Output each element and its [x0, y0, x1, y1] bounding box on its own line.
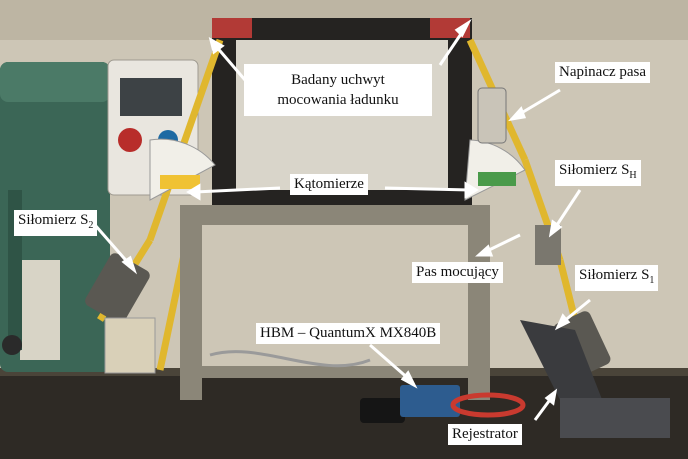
label-dynamometer-sh: Siłomierz SH	[555, 160, 641, 186]
label-dynamometer-s2: Siłomierz S2	[14, 210, 98, 236]
label-dynamometer-s1-sub: 1	[649, 275, 655, 286]
protractor-right	[464, 139, 526, 201]
protractor-left	[149, 138, 216, 201]
label-dynamometer-sh-sub: H	[629, 170, 637, 181]
label-dynamometer-s2-text: Siłomierz S	[18, 212, 89, 228]
label-tested-fixture: Badany uchwyt mocowania ładunku	[244, 64, 432, 116]
tensioner	[477, 87, 507, 144]
label-tested-fixture-line2: mocowania ładunku	[277, 92, 399, 108]
label-dynamometer-s1: Siłomierz S1	[575, 265, 659, 291]
label-strap: Pas mocujący	[412, 262, 503, 283]
label-dynamometer-s2-sub: 2	[88, 220, 94, 231]
cylinder-device	[104, 317, 156, 374]
label-dynamometer-sh-text: Siłomierz S	[559, 162, 630, 178]
label-hbm-quantumx: HBM – QuantumX MX840B	[256, 323, 441, 344]
annotation-arrows	[93, 18, 591, 421]
label-tensioner: Napinacz pasa	[555, 62, 651, 83]
label-protractors: Kątomierze	[290, 174, 368, 195]
label-tested-fixture-line1: Badany uchwyt	[291, 72, 385, 88]
bench-devices	[209, 320, 670, 438]
label-dynamometer-s1-text: Siłomierz S	[579, 267, 650, 283]
label-recorder: Rejestrator	[448, 424, 522, 445]
